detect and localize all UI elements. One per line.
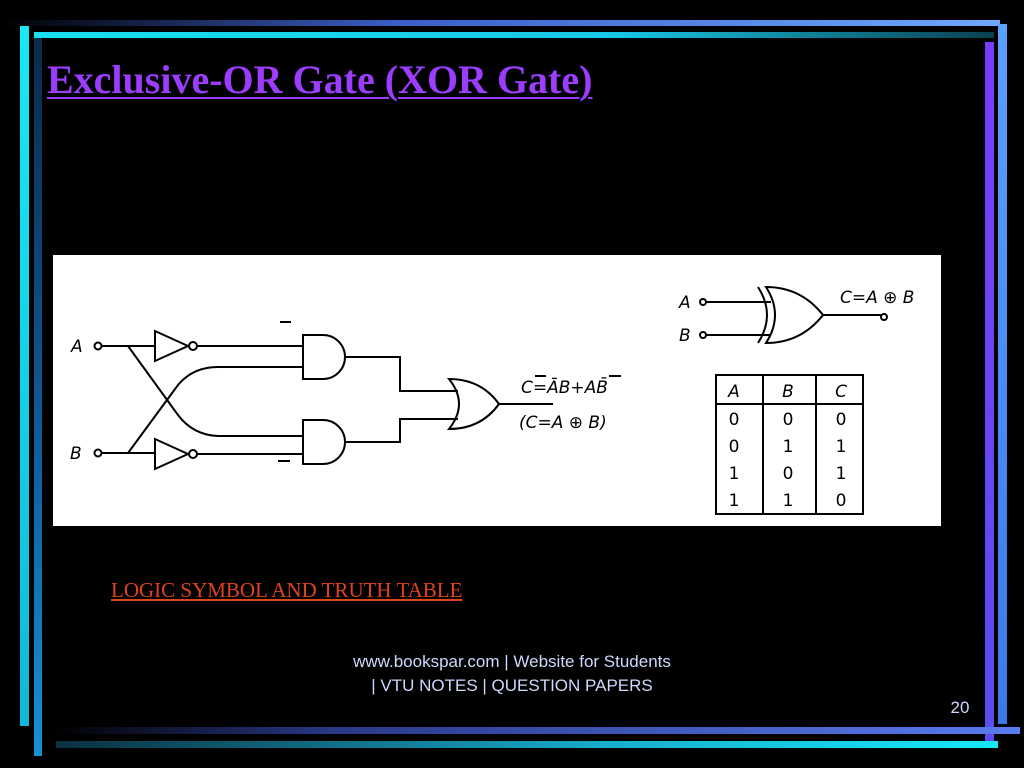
truth-table-cell: 0: [729, 410, 740, 430]
xor-diagram-panel: A B C=ĀB+AB̄ (C=A ⊕ B) A B C=A ⊕ B A B C…: [53, 255, 941, 526]
diagram-caption: LOGIC SYMBOL AND TRUTH TABLE: [111, 578, 463, 602]
xor-gate-symbol: [699, 285, 888, 345]
symbol-output-expression: C=A ⊕ B: [840, 288, 914, 308]
truth-table-cell: 0: [783, 410, 794, 430]
frame-right-blue: [998, 24, 1007, 724]
and-gate-upper: [302, 334, 346, 380]
truth-table-cell: 1: [836, 437, 847, 457]
frame-bottom-cyan: [56, 741, 998, 748]
circuit-output-alt-expression: (C=A ⊕ B): [519, 413, 607, 433]
truth-table-cell: 1: [783, 437, 794, 457]
circuit-input-b-label: B: [70, 444, 82, 464]
circuit-input-a-label: A: [70, 337, 83, 357]
circuit-output-expression: C=ĀB+AB̄: [521, 376, 608, 398]
truth-table-header-c: C: [835, 382, 847, 402]
slide-number: 20: [950, 698, 970, 717]
truth-table-cell: 1: [783, 491, 794, 511]
truth-table-cell: 1: [836, 464, 847, 484]
frame-bottom-gradient: [50, 727, 1020, 734]
frame-left-inner: [34, 38, 42, 756]
truth-table-cell: 0: [836, 491, 847, 511]
frame-right-purple: [985, 42, 994, 742]
truth-table-cell: 1: [729, 491, 740, 511]
frame-top-gradient: [0, 20, 1000, 26]
truth-table-cell: 0: [836, 410, 847, 430]
symbol-input-a-label: A: [678, 293, 691, 313]
and-gate-lower: [302, 419, 346, 465]
slide-title: Exclusive-OR Gate (XOR Gate): [47, 57, 593, 102]
truth-table-cell: 1: [729, 464, 740, 484]
input-b-terminal: [93, 448, 103, 458]
footer-text: www.bookspar.com | Website for Students …: [353, 652, 671, 695]
truth-table: [715, 374, 864, 515]
symbol-input-b-label: B: [679, 326, 691, 346]
truth-table-cell: 0: [783, 464, 794, 484]
frame-left-outer: [20, 26, 29, 726]
truth-table-header-b: B: [782, 382, 794, 402]
truth-table-header-a: A: [727, 382, 740, 402]
truth-table-cell: 0: [729, 437, 740, 457]
input-a-terminal: [93, 341, 103, 351]
frame-top-cyan: [34, 32, 994, 38]
xor-circuit-diagram: A B C=ĀB+AB̄ (C=A ⊕ B) A B C=A ⊕ B A B C…: [70, 285, 914, 515]
or-gate: [446, 377, 501, 431]
